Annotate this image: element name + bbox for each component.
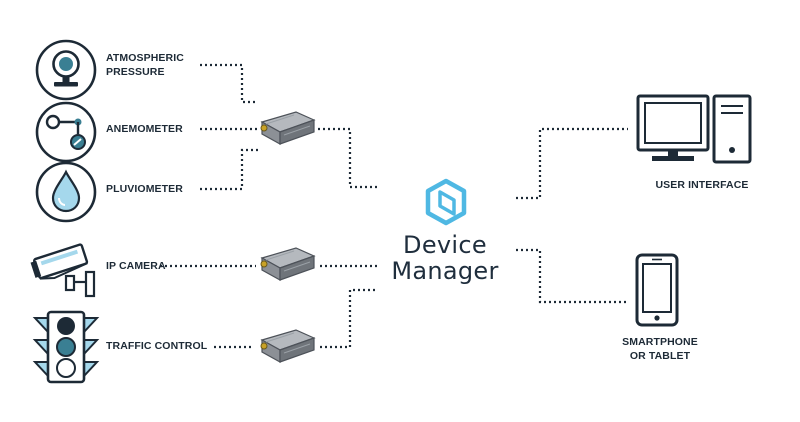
- ip-camera-icon: [30, 243, 96, 298]
- desktop-computer-icon: [636, 94, 752, 164]
- rain-drop-icon: [35, 161, 97, 223]
- connector-manager-to-phone: [516, 248, 628, 304]
- sensor-label-ip-camera: IP CAMERA: [106, 260, 166, 272]
- endpoint-label-smartphone-or-tablet: SMARTPHONE OR TABLET: [622, 336, 698, 362]
- anemometer-icon: [35, 101, 97, 163]
- connector-pluviometer-to-router: [200, 148, 258, 191]
- smartphone-icon: [635, 253, 679, 327]
- pressure-gauge-icon: [35, 39, 97, 101]
- device-manager-line2: Manager: [391, 257, 499, 285]
- sensor-label-anemometer: ANEMOMETER: [106, 123, 183, 135]
- router-1-icon: [260, 111, 316, 146]
- sensor-label-traffic-control: TRAFFIC CONTROL: [106, 340, 208, 352]
- traffic-light-icon: [32, 310, 100, 384]
- endpoint-label-user-interface: USER INTERFACE: [655, 179, 749, 191]
- router-3-icon: [260, 329, 316, 364]
- connector-router1-to-manager: [318, 127, 378, 189]
- connector-router3-to-manager: [320, 288, 378, 349]
- connector-manager-to-ui: [516, 127, 628, 200]
- connector-pressure-to-router: [200, 63, 258, 104]
- device-manager-line1: Device: [403, 231, 487, 259]
- router-2-icon: [260, 247, 316, 282]
- sensor-label-pluviometer: PLUVIOMETER: [106, 183, 183, 195]
- sensor-label-atmospheric-pressure: ATMOSPHERIC PRESSURE: [106, 52, 184, 78]
- device-manager-title: Device Manager: [380, 232, 510, 284]
- device-manager-logo-icon: [425, 178, 467, 226]
